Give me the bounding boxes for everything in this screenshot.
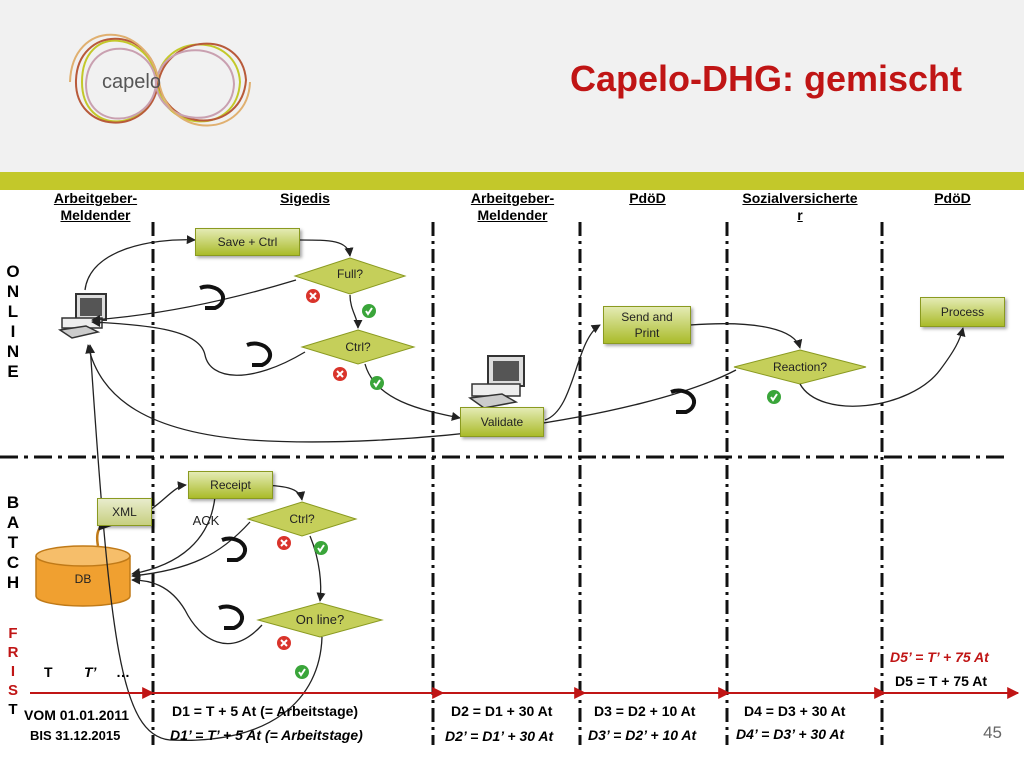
validate-node: Validate (460, 407, 544, 437)
lane-header-employer-2: Arbeitgeber-Meldender (455, 190, 570, 224)
timeline-d4: D4 = D3 + 30 At (744, 703, 846, 719)
loop-icon (199, 284, 226, 310)
timeline-d5-prime: D5’ = T’ + 75 At (890, 649, 989, 665)
slide-title: Capelo-DHG: gemischt (569, 58, 962, 99)
arrow-online-employer (86, 344, 323, 742)
arrow-ctrl-online (309, 535, 326, 602)
online-check-label: On line? (295, 612, 345, 627)
arrow-reaction-back (85, 344, 737, 443)
send-print-node: Send and Print (603, 306, 691, 344)
reject-marks (277, 289, 347, 650)
lane-label-line2: Meldender (477, 207, 548, 223)
arrow-db-xml (96, 513, 117, 547)
lane-label-line2: r (797, 207, 803, 223)
lane-header-employer-1: Arbeitgeber-Meldender (38, 190, 153, 224)
timeline-d1-prime: D1’ = T’ + 5 At (= Arbeitstage) (170, 727, 363, 743)
computer-icon-employer (57, 293, 107, 339)
header-background (0, 0, 1024, 172)
lane-label-line2: Meldender (60, 207, 131, 223)
db-label: DB (74, 572, 92, 586)
loop-icon (670, 388, 697, 414)
save-ctrl-node: Save + Ctrl (195, 228, 300, 256)
arrow-full-ctrl (349, 294, 363, 329)
online-diamond (256, 602, 384, 638)
loop-icon (246, 341, 273, 367)
lane-label-line1: Sozialversicherte (742, 190, 858, 206)
capelo-logo: capelo (69, 33, 251, 127)
lane-label-line1: PdöD (629, 190, 666, 206)
timeline-d2-prime: D2’ = D1’ + 30 At (445, 728, 554, 744)
loop-symbols (199, 284, 697, 630)
reaction-label: Reaction? (772, 360, 828, 374)
arrow-validate-send (544, 324, 601, 421)
timeline-d1: D1 = T + 5 At (= Arbeitstage) (172, 703, 359, 719)
lane-separators (151, 222, 884, 745)
computer-icon-validate (462, 352, 538, 412)
arrow-save-full (299, 239, 354, 257)
lane-header-pdod-2: PdöD (915, 190, 990, 207)
process-node: Process (920, 297, 1005, 327)
lane-label-line1: Sigedis (280, 190, 330, 206)
arrow-to-save (84, 235, 196, 291)
arrow-reaction-process (799, 327, 966, 407)
lane-header-pdod-1: PdöD (610, 190, 685, 207)
loop-icon (221, 536, 248, 562)
logo-text: capelo (102, 71, 161, 93)
ctrl-diamond-online (300, 329, 416, 365)
lane-header-sigedis: Sigedis (255, 190, 355, 207)
timeline-d4-prime: D4’ = D3’ + 30 At (736, 726, 845, 742)
ack-label: ACK (192, 513, 220, 528)
full-label: Full? (336, 267, 363, 281)
arrow-ctrl-db (131, 521, 251, 580)
xml-node: XML (97, 498, 152, 526)
arrow-send-reaction (689, 323, 803, 349)
timeline-d3: D3 = D2 + 10 At (594, 703, 696, 719)
arrow-receipt-db (131, 496, 216, 577)
ctrl-batch-label: Ctrl? (289, 512, 315, 526)
timeline-d2: D2 = D1 + 30 At (451, 703, 553, 719)
arrow-full-back (91, 279, 297, 324)
header-band (0, 172, 1024, 190)
timeline-d3-prime: D3’ = D2’ + 10 At (588, 727, 697, 743)
lane-label-line1: PdöD (934, 190, 971, 206)
timeline-ellipsis: … (116, 664, 130, 680)
timeline-t: T (44, 664, 53, 680)
arrow-xml-receipt (149, 481, 187, 511)
page-number: 45 (983, 723, 1002, 742)
loop-icon (218, 604, 245, 630)
full-diamond (293, 257, 407, 295)
ctrl-online-label: Ctrl? (345, 340, 371, 354)
accept-marks (295, 304, 781, 679)
arrow-online-db (131, 575, 263, 645)
lane-label-line1: Arbeitgeber- (470, 190, 555, 206)
timeline-d5: D5 = T + 75 At (895, 673, 988, 689)
timeline-t-prime: T’ (84, 664, 97, 680)
receipt-node: Receipt (188, 471, 273, 499)
ctrl-diamond-batch (246, 501, 358, 537)
arrow-ctrl-back (91, 317, 306, 376)
lane-label-line1: Arbeitgeber- (53, 190, 138, 206)
arrow-ctrl-validate (364, 363, 461, 421)
timeline-vom: VOM 01.01.2011 (24, 707, 130, 723)
timeline-bis: BIS 31.12.2015 (30, 728, 121, 743)
